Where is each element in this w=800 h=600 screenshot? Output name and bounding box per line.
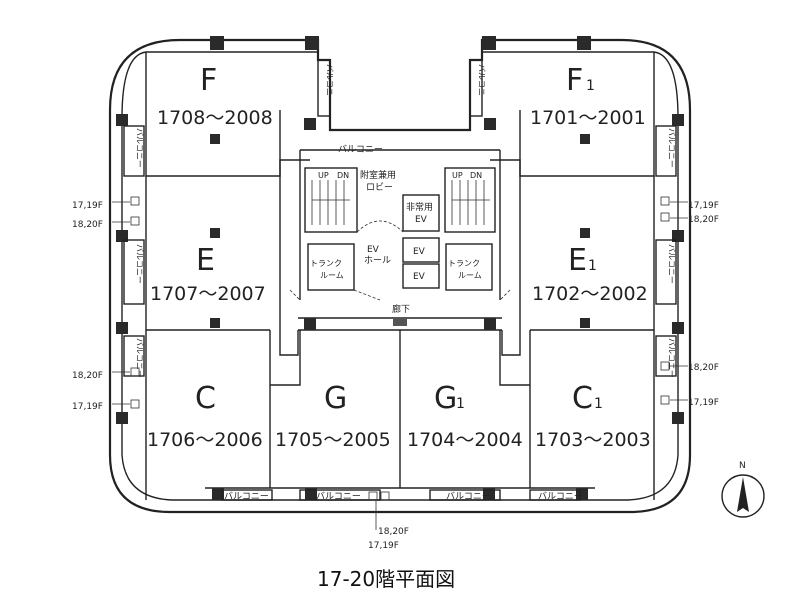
floor-notes: 17,19F 18,20F 17,19F 18,20F 18,20F 17,19… — [72, 196, 719, 551]
core — [289, 149, 511, 326]
unit-range: 1705～2005 — [275, 429, 391, 451]
unit-letter: C — [195, 381, 216, 416]
floor-note: 17,19F — [72, 402, 103, 412]
floor-note: 18,20F — [688, 363, 719, 373]
stair-left — [311, 180, 350, 225]
unit-range: 1702～2002 — [532, 283, 648, 305]
compass-icon — [721, 474, 765, 518]
emergency-ev-label: 非常用 — [406, 201, 433, 213]
balcony-label: バルコニー — [667, 244, 676, 284]
up-label: UP — [452, 171, 463, 180]
unit-c: C 1706～2006 — [147, 381, 263, 451]
north-arrow: N — [721, 461, 765, 518]
corridor-label: 廊下 — [392, 303, 410, 315]
unit-range: 1701～2001 — [530, 107, 646, 129]
unit-range: 1706～2006 — [147, 429, 263, 451]
unit-g1: G 1 1704～2004 — [407, 381, 523, 451]
ev-label: EV — [413, 247, 426, 257]
balcony-label: バルコニー — [325, 64, 334, 104]
unit-g: G 1705～2005 — [275, 381, 391, 451]
unit-range: 1703～2003 — [535, 429, 651, 451]
balcony-label: バルコニー — [316, 491, 361, 502]
balcony-label: バルコニー — [667, 128, 676, 168]
trunk-room-label: トランク — [310, 259, 342, 268]
outer-wall — [108, 38, 692, 514]
lobby-label: ロビー — [366, 182, 393, 193]
unit-subscript: 1 — [588, 258, 597, 274]
north-pointer-icon — [737, 477, 749, 512]
balcony-label: バルコニー — [224, 491, 269, 502]
unit-letter: F — [200, 63, 217, 98]
unit-letter: G — [434, 381, 457, 416]
balcony-label: バルコニー — [477, 64, 486, 104]
balcony-label: バルコニー — [135, 128, 144, 168]
ev-label: EV — [413, 272, 426, 282]
unit-letter: F — [566, 63, 583, 98]
emergency-ev-label: EV — [415, 215, 428, 225]
dn-label: DN — [470, 171, 482, 180]
unit-subscript: 1 — [456, 396, 465, 412]
balcony-label: バルコニー — [135, 338, 144, 378]
stair-right — [451, 180, 490, 225]
up-label: UP — [318, 171, 329, 180]
unit-walls — [145, 52, 655, 500]
unit-e: E 1707～2007 — [150, 243, 266, 305]
columns — [116, 36, 684, 500]
unit-subscript: 1 — [586, 78, 595, 94]
unit-letter: C — [572, 381, 593, 416]
trunk-room-label: トランク — [448, 259, 480, 268]
core-labels: UP DN UP DN 附室兼用 ロビー 非常用 EV EV EV EV ホール… — [310, 169, 482, 315]
unit-labels: F 1708～2008 F 1 1701～2001 E 1707～2007 E … — [147, 63, 651, 451]
balcony-label: バルコニー — [338, 144, 383, 155]
unit-subscript: 1 — [594, 396, 603, 412]
unit-range: 1704～2004 — [407, 429, 523, 451]
unit-letter: G — [324, 381, 347, 416]
floor-note: 18,20F — [72, 371, 103, 381]
floor-note: 17,19F — [688, 201, 719, 211]
unit-e1: E 1 1702～2002 — [532, 243, 648, 305]
unit-letter: E — [568, 243, 587, 278]
unit-range: 1708～2008 — [157, 107, 273, 129]
unit-range: 1707～2007 — [150, 283, 266, 305]
floor-note: 18,20F — [378, 527, 409, 537]
unit-f1: F 1 1701～2001 — [530, 63, 646, 129]
lobby-label: 附室兼用 — [360, 169, 396, 181]
ev-hall-label: ホール — [364, 255, 391, 266]
balcony-label: バルコニー — [446, 491, 491, 502]
balcony-labels: バルコニー バルコニー バルコニー バルコニー バルコニー バルコニー バルコニ… — [135, 64, 676, 502]
north-label: N — [739, 461, 746, 471]
unit-f: F 1708～2008 — [157, 63, 273, 129]
balcony-label: バルコニー — [667, 338, 676, 378]
floor-note: 18,20F — [72, 220, 103, 230]
ev-hall-label: EV — [367, 245, 380, 255]
balcony-label: バルコニー — [135, 244, 144, 284]
balcony-label: バルコニー — [538, 491, 583, 502]
floor-note: 18,20F — [688, 215, 719, 225]
floor-note: 17,19F — [368, 541, 399, 551]
floor-note: 17,19F — [688, 398, 719, 408]
balconies — [123, 59, 677, 501]
plan-caption: 17-20階平面図 — [317, 567, 455, 591]
unit-c1: C 1 1703～2003 — [535, 381, 651, 451]
floor-note: 17,19F — [72, 201, 103, 211]
trunk-room-label: ルーム — [458, 271, 482, 280]
unit-letter: E — [196, 243, 215, 278]
dn-label: DN — [337, 171, 349, 180]
trunk-room-label: ルーム — [320, 271, 344, 280]
